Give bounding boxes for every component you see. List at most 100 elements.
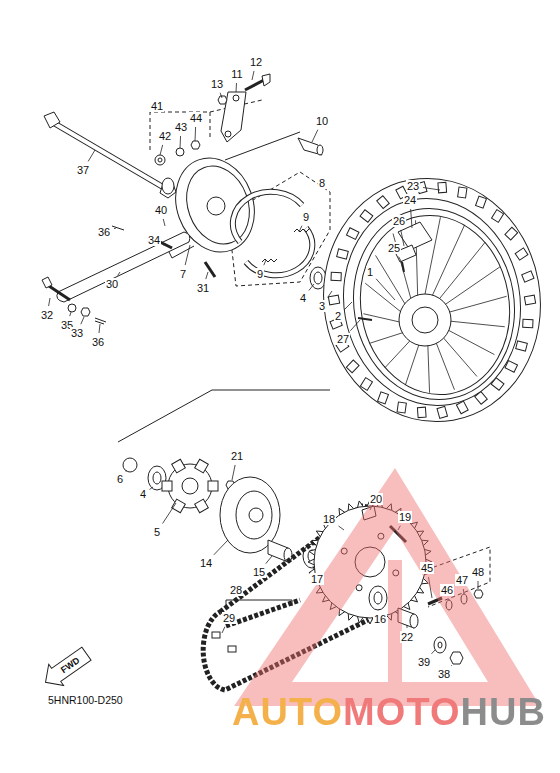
torque-rod	[68, 304, 76, 312]
rear-hub	[162, 481, 172, 491]
wheel	[328, 295, 339, 305]
watermark-triangle	[234, 468, 540, 706]
rear-hub	[123, 458, 137, 472]
leader-line	[376, 279, 395, 300]
torque-rod	[81, 308, 90, 316]
callout-number: 19	[398, 511, 412, 523]
callout-number: 28	[229, 584, 243, 596]
wheel	[304, 161, 559, 439]
direction-arrow: FWD	[37, 642, 96, 695]
leader-line	[299, 226, 302, 232]
rear-hub	[208, 481, 218, 491]
brake-panel	[163, 132, 300, 277]
hub-outline	[118, 390, 330, 442]
sprocket	[474, 590, 483, 598]
leader-line	[195, 127, 197, 141]
wheel	[458, 187, 467, 198]
callout-number: 9	[256, 268, 264, 280]
leader-line	[407, 625, 408, 628]
leader-line	[180, 136, 182, 148]
callout-number: 27	[336, 333, 350, 345]
rear-hub	[182, 478, 198, 494]
leader-line	[99, 324, 100, 333]
leader-line	[185, 245, 190, 265]
wheel	[331, 272, 341, 280]
callout-number: 11	[230, 68, 243, 80]
leader-line	[118, 272, 120, 276]
leader-line	[160, 145, 163, 155]
callout-number: 39	[417, 656, 431, 668]
wheel	[346, 228, 358, 240]
callout-number: 24	[403, 194, 417, 206]
wheel	[363, 217, 506, 392]
callout-number: 46	[440, 584, 454, 596]
leader-line	[232, 465, 235, 480]
rear-hub	[195, 499, 209, 513]
leader-line	[423, 187, 440, 190]
leader-line	[214, 540, 228, 555]
callout-number: 10	[315, 115, 329, 127]
callout-number: 32	[40, 309, 54, 321]
cam-lever	[225, 131, 231, 137]
callout-number: 3	[318, 300, 326, 312]
callout-number: 29	[222, 612, 236, 624]
torque-rod	[42, 226, 190, 324]
wheel	[337, 249, 349, 259]
brake-shoes	[233, 192, 302, 242]
wheel	[524, 295, 535, 305]
callout-number: 47	[455, 574, 469, 586]
callout-number: 33	[70, 327, 84, 339]
diagram-code: 5HNR100-D250	[47, 694, 124, 706]
sprocket	[369, 586, 387, 610]
leader-line	[266, 556, 272, 564]
leader-line	[206, 272, 208, 279]
callout-number: 2	[334, 310, 342, 322]
leader-line	[401, 230, 404, 246]
chain	[212, 632, 220, 638]
callout-number: 6	[116, 473, 124, 485]
callout-number: 7	[179, 268, 187, 280]
axle	[44, 112, 176, 198]
torque-rod	[42, 277, 52, 288]
leader-line	[313, 566, 314, 570]
wheel	[399, 294, 451, 346]
callout-number: 26	[392, 215, 406, 227]
rear-hub	[236, 491, 272, 539]
rear-hub	[162, 459, 218, 512]
callout-number: 8	[318, 177, 326, 189]
wheel	[523, 319, 533, 327]
callout-number: 37	[76, 164, 90, 176]
callout-number: 20	[369, 493, 383, 505]
wheel	[327, 184, 536, 419]
cam-lever	[298, 138, 322, 155]
rear-hub	[195, 459, 209, 473]
cam-lever	[245, 80, 264, 90]
bracket-dashed	[150, 112, 210, 150]
wheel	[476, 196, 487, 208]
axle	[52, 122, 168, 190]
rear-hub	[123, 458, 321, 568]
wheel	[339, 196, 530, 413]
leader-line	[399, 257, 402, 263]
leader-line	[126, 470, 127, 471]
callout-number: 18	[322, 513, 336, 525]
leader-line	[309, 284, 314, 290]
wheel	[522, 271, 534, 282]
leader-line	[70, 312, 71, 316]
watermark: AUTOMOTOHUB	[232, 692, 546, 732]
wheel	[432, 242, 485, 308]
torque-rod	[160, 242, 172, 248]
wheel	[417, 407, 426, 418]
brake-shoes	[294, 229, 309, 232]
callout-number: 25	[387, 242, 401, 254]
chain	[226, 600, 300, 626]
leader-line	[344, 302, 352, 310]
callout-number: 13	[210, 78, 224, 90]
wheel	[492, 210, 504, 223]
leader-line	[163, 219, 165, 226]
brake-panel	[225, 132, 300, 160]
wheel	[397, 402, 406, 413]
rear-hub	[153, 472, 161, 484]
leader-line	[163, 503, 176, 523]
axle	[52, 122, 168, 190]
